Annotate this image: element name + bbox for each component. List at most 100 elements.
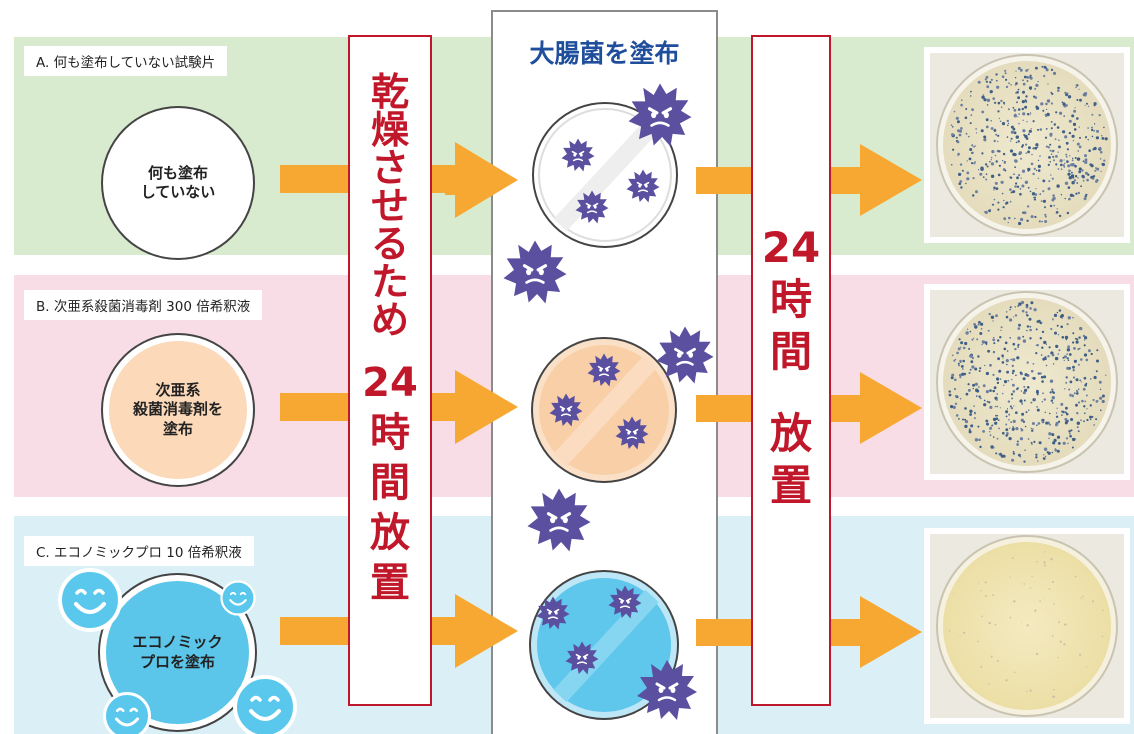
colony-dot (1018, 323, 1021, 327)
colony-dot (1029, 587, 1032, 589)
colony-dot (1032, 147, 1035, 150)
colony-dot (1091, 135, 1094, 138)
colony-dot (1060, 168, 1063, 170)
colony-dot (1087, 139, 1089, 141)
colony-dot (1010, 140, 1012, 142)
colony-dot (986, 85, 990, 89)
colony-dot (979, 332, 983, 335)
colony-dot (1076, 157, 1081, 161)
colony-dot (1008, 82, 1010, 85)
colony-dot (1095, 418, 1098, 421)
colony-dot (1043, 340, 1047, 345)
colony-dot (1037, 80, 1039, 83)
colony-dot (1096, 359, 1099, 363)
colony-dot (1014, 166, 1016, 169)
colony-dot (1091, 600, 1094, 603)
colony-dot (1033, 308, 1037, 312)
colony-dot (1000, 106, 1003, 108)
colony-dot (1009, 616, 1012, 619)
colony-dot (962, 359, 965, 363)
colony-dot (984, 210, 988, 214)
colony-dot (1013, 405, 1015, 407)
colony-dot (977, 323, 980, 326)
colony-dot (1076, 421, 1080, 425)
colony-dot (1087, 173, 1090, 176)
colony-dot (1064, 411, 1067, 414)
colony-dot (1000, 180, 1004, 184)
colony-dot (1074, 575, 1077, 578)
colony-dot (1075, 340, 1079, 344)
colony-dot (1016, 440, 1019, 443)
colony-dot (1040, 102, 1044, 106)
colony-dot (1035, 652, 1039, 656)
colony-dot (1016, 91, 1019, 94)
colony-dot (1007, 221, 1009, 224)
colony-dot (1060, 163, 1063, 167)
colony-dot (1076, 392, 1079, 395)
colony-dot (1007, 122, 1010, 124)
colony-dot (1004, 69, 1007, 72)
colony-dot (1073, 359, 1077, 363)
colony-dot (977, 640, 979, 643)
colony-dot (1037, 164, 1041, 168)
colony-dot (965, 331, 969, 335)
colony-dot (993, 351, 995, 353)
colony-dot (1009, 337, 1011, 339)
colony-dot (1045, 455, 1047, 457)
colony-dot (986, 422, 989, 426)
colony-dot (1025, 152, 1028, 154)
colony-dot (1009, 188, 1012, 191)
colony-dot (996, 437, 999, 440)
colony-dot (1072, 176, 1075, 179)
left-box-char: る (370, 222, 409, 266)
colony-dot (1010, 84, 1012, 86)
colony-dot (973, 417, 976, 420)
colony-dot (1048, 588, 1051, 590)
colony-dot (977, 355, 980, 358)
colony-dot (1083, 353, 1088, 357)
colony-dot (972, 387, 974, 390)
colony-dot (969, 413, 972, 416)
colony-dot (1053, 603, 1055, 605)
colony-dot (1020, 390, 1023, 392)
colony-dot (1047, 83, 1049, 85)
colony-dot (1012, 390, 1016, 393)
colony-dot (990, 159, 992, 161)
colony-dot (1001, 354, 1004, 357)
colony-dot (1009, 405, 1012, 408)
left-instruction-box: 乾 燥 さ せ る た め 24 時 間 放 置 (348, 35, 432, 706)
colony-dot (983, 399, 986, 402)
germ-icon (525, 486, 593, 554)
colony-dot (1077, 191, 1080, 195)
colony-dot (1014, 77, 1017, 79)
colony-dot (948, 390, 951, 393)
colony-dot (1034, 146, 1038, 150)
colony-dot (1076, 390, 1079, 393)
colony-dot (1060, 325, 1063, 329)
colony-dot (1080, 381, 1082, 383)
colony-dot (995, 160, 998, 163)
colony-dot (986, 98, 991, 102)
colony-dot (978, 395, 981, 398)
colony-dot (988, 621, 991, 625)
colony-dot (1074, 175, 1078, 178)
colony-dot (1027, 438, 1030, 440)
colony-dot (1054, 138, 1057, 141)
colony-dot (1068, 169, 1071, 173)
colony-dot (1015, 182, 1018, 185)
colony-dot (1056, 311, 1059, 314)
colony-dot (1010, 191, 1013, 194)
colony-dot (1003, 380, 1008, 384)
colony-dot (1017, 96, 1020, 100)
colony-dot (1034, 96, 1038, 99)
colony-dot (958, 364, 960, 367)
colony-dot (1004, 169, 1007, 172)
right-box-char: 時 (769, 275, 812, 324)
colony-dot (1036, 146, 1039, 148)
colony-dot (1039, 155, 1041, 157)
colony-dot (1065, 412, 1069, 416)
colony-dot (980, 129, 984, 133)
colony-dot (974, 411, 976, 414)
colony-dot (1063, 115, 1065, 117)
colony-dot (985, 390, 989, 394)
